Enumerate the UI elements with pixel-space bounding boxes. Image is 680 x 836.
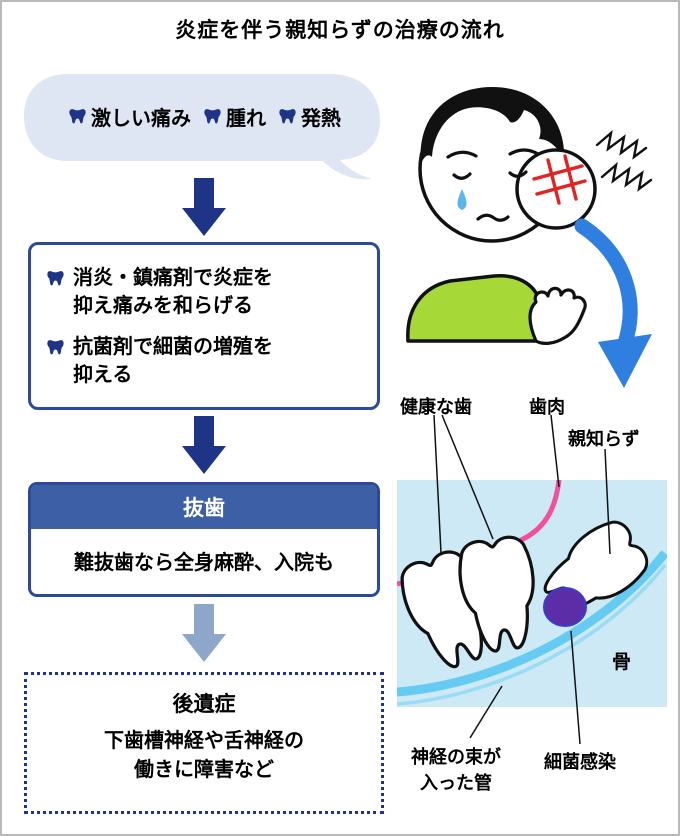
treatment-item: 消炎・鎮痛剤で炎症を 抑え痛みを和らげる xyxy=(45,264,363,320)
aftereffects-box: 後遺症 下歯槽神経や舌神経の 働きに障害など xyxy=(24,672,384,814)
symptom-item: 激しい痛み xyxy=(67,102,191,131)
speech-bubble-shape xyxy=(24,74,380,180)
symptom-label: 激しい痛み xyxy=(91,107,191,130)
pain-squiggles-icon xyxy=(595,129,653,192)
hand xyxy=(528,286,587,345)
down-arrow-icon xyxy=(182,416,226,474)
tooth-icon xyxy=(204,109,221,124)
symptom-label: 発熱 xyxy=(301,107,341,130)
hair xyxy=(420,87,565,165)
down-arrow-icon xyxy=(182,178,226,236)
treatment-line: 抑え痛みを和らげる xyxy=(73,295,253,317)
treatment-line: 消炎・鎮痛剤で炎症を xyxy=(73,267,273,289)
pointer-gums xyxy=(550,414,560,488)
tooth-icon xyxy=(279,109,296,124)
extraction-box: 抜歯 難抜歯なら全身麻酔、入院も xyxy=(28,482,380,597)
treatment-line: 抗菌剤で細菌の増殖を xyxy=(73,336,273,358)
sad-face-features xyxy=(446,148,540,222)
extraction-body: 難抜歯なら全身麻酔、入院も xyxy=(74,552,334,574)
label-wisdom-tooth: 親知らず xyxy=(568,429,640,449)
shirt xyxy=(406,274,545,343)
label-healthy-teeth: 健康な歯 xyxy=(400,397,472,417)
speech-bubble xyxy=(24,74,380,180)
aftereffects-line: 下歯槽神経や舌神経の xyxy=(104,730,304,752)
treatment-box: 消炎・鎮痛剤で炎症を 抑え痛みを和らげる 抗菌剤で細菌の増殖を 抑える xyxy=(28,242,380,410)
infection-blob xyxy=(543,587,587,627)
jaw-anatomy-diagram xyxy=(397,480,667,707)
page-title: 炎症を伴う親知らずの治療の流れ xyxy=(175,19,505,42)
label-nerve-canal-line1: 神経の束が xyxy=(411,747,501,767)
tooth-icon xyxy=(47,271,64,286)
aftereffects-header: 後遺症 xyxy=(172,693,236,716)
symptom-item: 発熱 xyxy=(277,102,341,131)
treatment-line: 抑える xyxy=(73,364,133,386)
down-arrow-icon xyxy=(182,604,226,662)
label-infection: 細菌感染 xyxy=(544,752,616,772)
inflammation-marks-icon xyxy=(532,154,587,205)
label-gums: 歯肉 xyxy=(529,397,565,417)
nerve-canal-line xyxy=(397,563,667,706)
label-bone: 骨 xyxy=(612,652,632,673)
tooth-icon xyxy=(47,340,64,355)
treatment-item: 抗菌剤で細菌の増殖を 抑える xyxy=(45,333,363,389)
symptom-label: 腫れ xyxy=(226,107,266,130)
symptom-list: 激しい痛み 腫れ 発熱 xyxy=(30,70,378,162)
treatment-text: 抗菌剤で細菌の増殖を 抑える xyxy=(73,333,273,389)
aftereffects-line: 働きに障害など xyxy=(134,759,274,781)
tooth-icon xyxy=(69,109,86,124)
treatment-text: 消炎・鎮痛剤で炎症を 抑え痛みを和らげる xyxy=(73,264,273,320)
tear-icon xyxy=(457,189,467,210)
label-nerve-canal-line2: 入った管 xyxy=(420,773,492,794)
patient-illustration xyxy=(406,87,653,345)
symptom-item: 腫れ xyxy=(202,102,266,131)
curved-arrow-icon xyxy=(574,218,652,388)
extraction-header: 抜歯 xyxy=(31,485,377,529)
label-nerve-canal: 神経の束が 入った管 xyxy=(398,744,514,796)
bone-curve xyxy=(397,550,667,697)
